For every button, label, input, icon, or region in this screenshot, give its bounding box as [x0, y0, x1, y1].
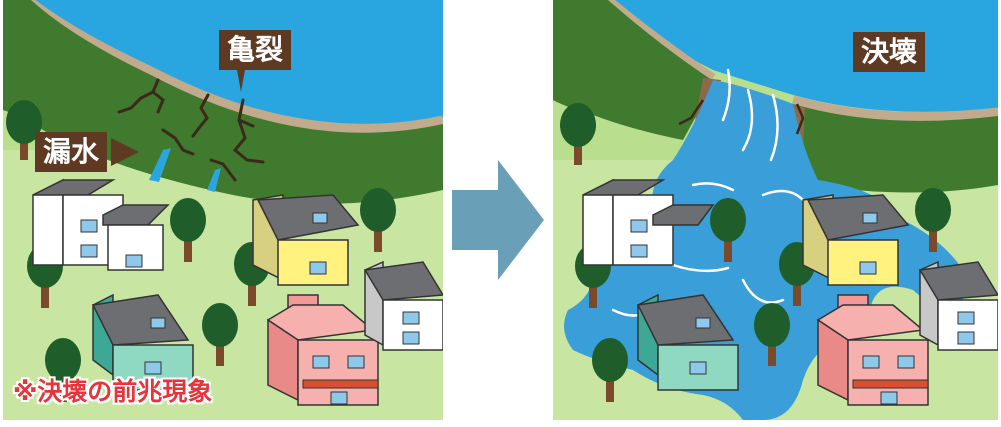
house-gray-right: [363, 260, 443, 351]
right-arrow-icon: [452, 160, 544, 280]
crack-label: 亀裂: [219, 30, 292, 70]
after-panel: 決壊: [553, 0, 998, 420]
break-label: 決壊: [853, 32, 926, 72]
house-white: [32, 178, 170, 271]
building-pink: [266, 294, 379, 406]
leak-label: 漏水: [35, 132, 108, 172]
house-teal: [91, 293, 194, 391]
precursor-note: ※決壊の前兆現象: [13, 377, 213, 406]
leak-jet: [207, 168, 221, 192]
trees: [6, 100, 396, 402]
before-panel: 亀裂 漏水 ※決壊の前兆現象: [3, 0, 443, 420]
after-illustration: [553, 0, 998, 420]
house-yellow: [252, 194, 360, 286]
before-illustration: [3, 0, 443, 420]
cracks: [117, 78, 265, 182]
leak-jet: [149, 148, 171, 182]
